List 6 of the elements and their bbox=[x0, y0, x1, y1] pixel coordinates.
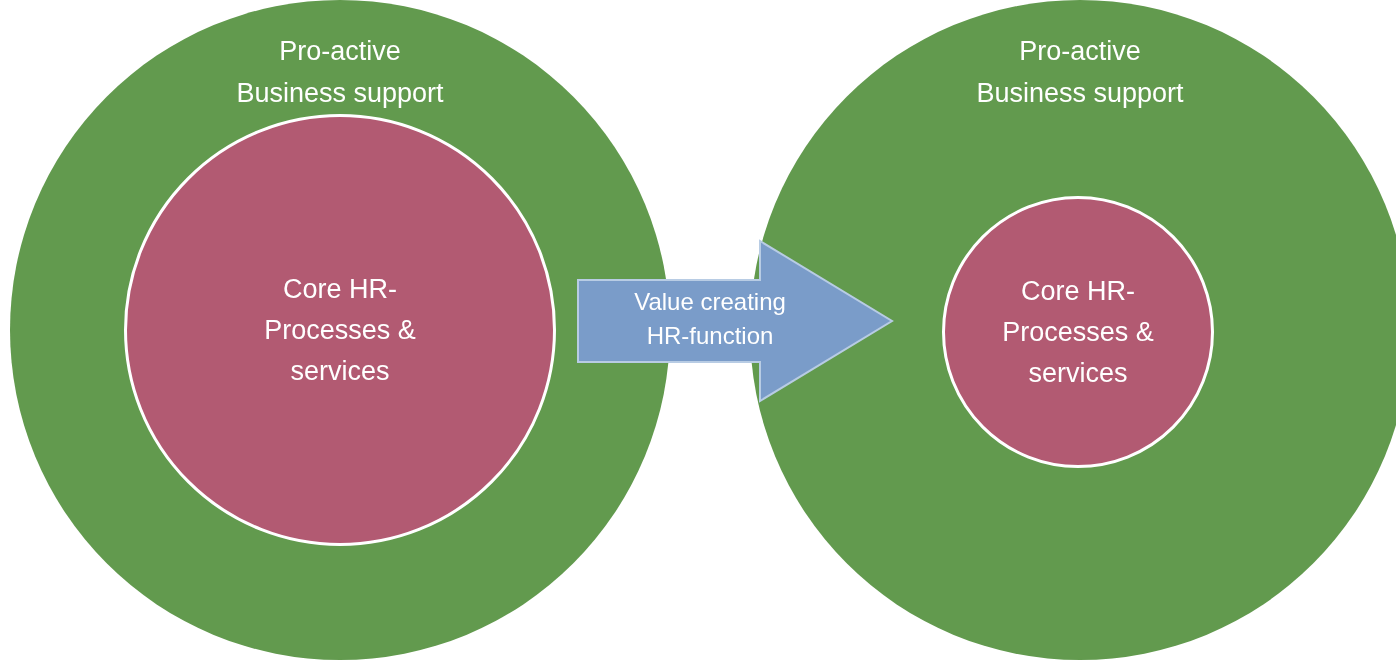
edge-label: Value creating HR-function bbox=[633, 287, 787, 351]
circle-heading: Pro-active Business support bbox=[975, 35, 1185, 110]
block-arrow bbox=[577, 239, 894, 403]
circle-heading: Pro-active Business support bbox=[235, 35, 445, 110]
circle-text: Core HR-Processes & services bbox=[1001, 274, 1155, 390]
circle-text: Core HR-Processes & services bbox=[263, 272, 417, 388]
